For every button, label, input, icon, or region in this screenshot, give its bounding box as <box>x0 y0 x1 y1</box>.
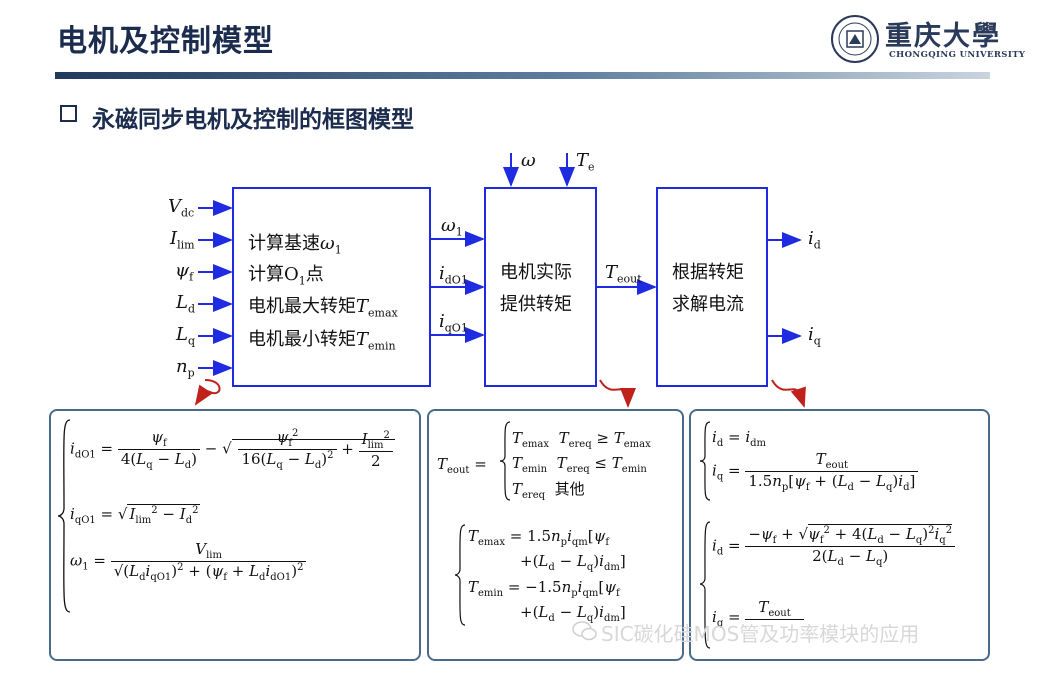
input-label-np: np <box>176 356 195 380</box>
eq-temax-2: +(Ld − Lq)idm] <box>520 552 626 573</box>
left-brace-icon <box>58 419 71 613</box>
eq-temax-1: Temax = 1.5npiqm[ψf <box>468 527 610 548</box>
signal-label-ido1: idO1 <box>439 263 468 287</box>
block1-line-3: 电机最大转矩Temax <box>248 296 398 320</box>
eq-temin-1: Temin = −1.5npiqm[ψf <box>468 578 620 599</box>
curl-arrow-left <box>194 379 221 406</box>
right-top-brace-icon <box>700 421 711 501</box>
top-input-te: Te <box>576 150 595 174</box>
block-actual-torque <box>484 187 597 387</box>
block3-line-2: 求解电流 <box>672 294 744 315</box>
equation-panel-middle <box>427 409 684 661</box>
page-title: 电机及控制模型 <box>57 24 274 59</box>
eq-teout-lhs: Teout = <box>437 455 487 476</box>
university-name-cn: 重庆大學 <box>885 21 1001 52</box>
curl-arrow-right <box>771 379 806 408</box>
eq-teout-case-2: Temin Tereq ≤ Temin <box>512 454 647 475</box>
watermark-text: SIC碳化硅MOS管及功率模块的应用 <box>601 622 920 646</box>
eq-id-idm: id = idm <box>712 428 767 449</box>
eq-teout-case-1: Temax Tereq ≥ Temax <box>512 429 651 450</box>
block-compute-limits <box>232 187 431 387</box>
equation-panel-right <box>689 409 990 661</box>
section-subtitle: 永磁同步电机及控制的框图模型 <box>92 107 414 133</box>
signal-label-teout: Teout <box>605 262 642 286</box>
temax-brace-icon <box>455 524 466 626</box>
eq-omega1: ω1 = Vlim√(LdiqO1)2 + (ψf + LdidO1)2 <box>70 540 307 583</box>
block2-line-2: 提供转矩 <box>500 294 572 315</box>
input-label-psif: ψf <box>175 260 194 284</box>
eq-teout-case-3: Tereq 其他 <box>512 480 585 501</box>
eq-iqo1: iqO1 = √Ilim2 − Id2 <box>70 504 201 526</box>
eq-iq-bottom: iq = Teout <box>712 598 804 638</box>
top-input-omega: ω <box>521 150 536 171</box>
input-label-ld: Ld <box>176 292 195 316</box>
university-name-en: CHONGQING UNIVERSITY <box>889 50 1026 60</box>
signal-label-iqo1: iqO1 <box>439 311 468 335</box>
university-seal-icon <box>831 15 879 63</box>
bullet-checkbox-icon <box>60 105 77 122</box>
output-label-id: id <box>808 228 821 252</box>
input-label-ilim: Ilim <box>170 228 195 252</box>
curl-arrow-middle <box>599 379 637 408</box>
block2-line-1: 电机实际 <box>500 262 572 283</box>
teout-brace-icon <box>500 421 511 501</box>
output-label-iq: iq <box>808 324 821 348</box>
wechat-logo-icon <box>572 621 597 641</box>
eq-temin-2: +(Ld − Lq)idm] <box>520 603 626 624</box>
title-underline-bar <box>55 72 990 79</box>
block3-line-1: 根据转矩 <box>672 262 744 283</box>
right-bottom-brace-icon <box>700 521 711 649</box>
signal-label-omega1: ω1 <box>441 215 463 239</box>
block1-line-4: 电机最小转矩Temin <box>248 329 396 353</box>
block-solve-current <box>656 187 768 387</box>
input-label-lq: Lq <box>176 324 195 348</box>
block1-line-2: 计算O1点 <box>248 264 324 288</box>
input-label-vdc: Vdc <box>168 196 195 220</box>
block1-line-1: 计算基速ω1 <box>248 233 342 257</box>
